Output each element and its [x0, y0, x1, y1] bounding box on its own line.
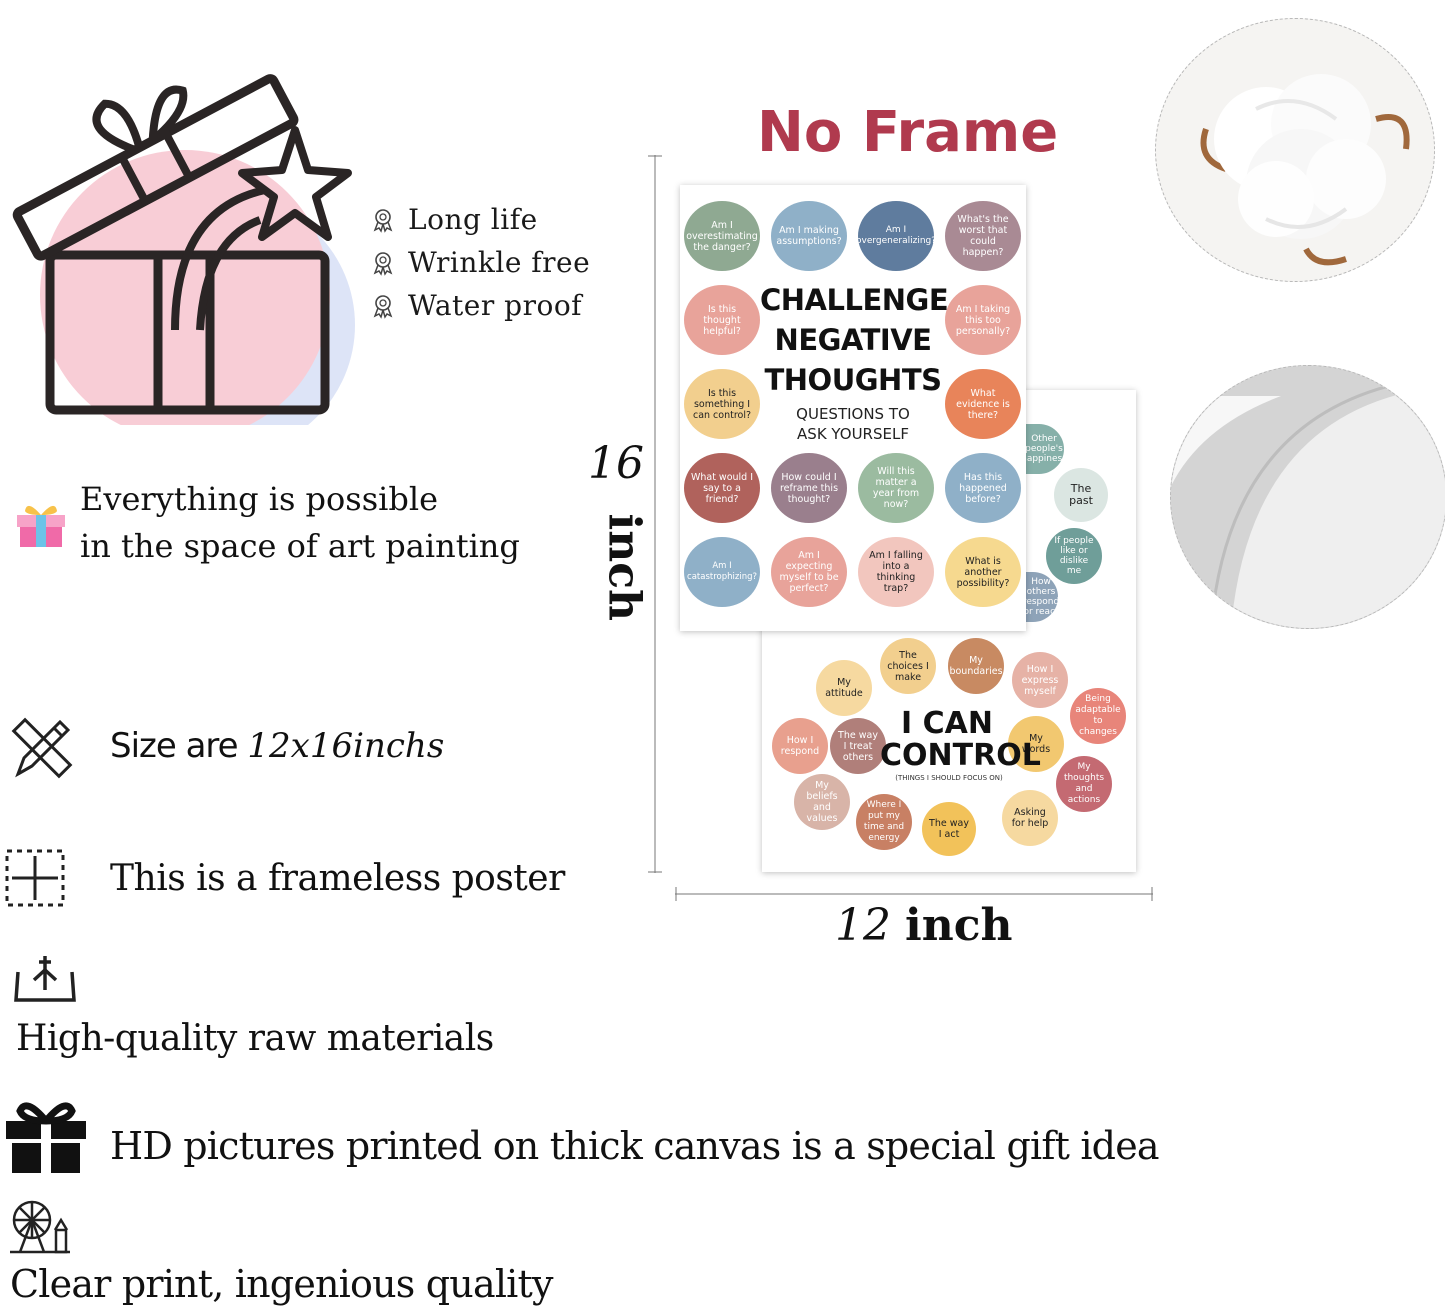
bubble: The way I treat others [830, 718, 886, 774]
poster2-title1: I CAN [901, 706, 993, 741]
cotton-closeup-image [1155, 18, 1435, 282]
small-gift-icon [14, 497, 68, 553]
bubble: Is this something I can control? [684, 369, 760, 439]
width-label: 12 inch [835, 900, 1013, 951]
height-dimension-line [648, 155, 662, 873]
poster1-title1: CHALLENGE [760, 283, 949, 317]
feature-label: Wrinkle free [408, 246, 591, 279]
bubble: What evidence is there? [945, 369, 1021, 439]
gift-text: HD pictures printed on thick canvas is a… [110, 1124, 1160, 1168]
feature-label: Water proof [408, 289, 583, 322]
bubble: Am I falling into a thinking trap? [858, 537, 934, 607]
feature-item: Wrinkle free [370, 241, 590, 284]
poster1-subtitle2: ASK YOURSELF [797, 425, 909, 443]
frameless-text: This is a frameless poster [110, 858, 565, 899]
bubble: The choices I make [880, 638, 936, 694]
poster1-title3: THOUGHTS [764, 363, 943, 397]
height-label: 16 [586, 438, 646, 489]
feature-item: Long life [370, 198, 590, 241]
bubble: Being adaptable to changes [1070, 688, 1126, 744]
feature-item: Water proof [370, 284, 590, 327]
height-unit: inch [598, 513, 650, 622]
gift-box-illustration [10, 45, 360, 455]
tagline-line2: in the space of art painting [80, 527, 520, 565]
bubble: Am I overgeneralizing? [856, 201, 936, 271]
poster1-title2: NEGATIVE [774, 323, 932, 357]
height-number: 16 [588, 438, 644, 489]
poster2-title2: CONTROL [880, 738, 1041, 773]
bubble: My boundaries [948, 638, 1004, 694]
bubble: Where I put my time and energy [856, 794, 912, 850]
no-frame-title: No Frame [757, 100, 1059, 165]
bubble: My attitude [816, 660, 872, 716]
poster1-subtitle1: QUESTIONS TO [796, 405, 910, 423]
gift-icon [4, 1095, 88, 1179]
bubble: Will this matter a year from now? [858, 453, 934, 523]
bubble: What would I say to a friend? [684, 453, 760, 523]
bubble: The past [1054, 468, 1108, 522]
width-unit: inch [905, 900, 1013, 951]
canvas-closeup-image [1170, 365, 1445, 629]
poster-challenge-negative-thoughts: Am I overestimating the danger? Am I mak… [680, 185, 1026, 631]
bubble: If people like or dislike me [1046, 528, 1102, 584]
size-prefix: Size are [110, 726, 248, 766]
bubble: Asking for help [1002, 790, 1058, 846]
poster2-subtitle: (THINGS I SHOULD FOCUS ON) [895, 774, 1003, 782]
print-text: Clear print, ingenious quality [10, 1262, 553, 1306]
size-text: Size are 12x16inchs [110, 726, 444, 766]
bubble: How could I reframe this thought? [771, 453, 847, 523]
feature-label: Long life [408, 203, 538, 236]
bubble: The way I act [922, 802, 976, 856]
frame-crop-icon [4, 848, 66, 912]
bubble: How others respond or react [1023, 572, 1059, 622]
bubble: Am I catastrophizing? [684, 537, 760, 607]
bubble: My words [1008, 716, 1064, 772]
size-value: 12x16inchs [247, 726, 445, 766]
tagline-line1: Everything is possible [80, 480, 439, 518]
bubble: How I express myself [1012, 652, 1068, 708]
bubble: Am I making assumptions? [771, 201, 847, 271]
width-number: 12 [835, 900, 891, 951]
bubble: Other people's happiness [1021, 424, 1067, 474]
width-dimension-line [675, 886, 1153, 901]
bubble: Am I overestimating the danger? [684, 201, 760, 271]
bubble: What's the worst that could happen? [945, 201, 1021, 271]
ruler-pencil-icon [4, 712, 80, 788]
feature-list: Long life Wrinkle free Water proof [370, 198, 590, 327]
award-ribbon-icon [373, 208, 393, 233]
bubble: Has this happened before? [945, 453, 1021, 523]
bubble: How I respond [772, 718, 828, 774]
materials-text: High-quality raw materials [16, 1018, 494, 1059]
bubble: Am I taking this too personally? [945, 285, 1021, 355]
bubble: My beliefs and values [794, 774, 850, 830]
award-ribbon-icon [373, 294, 393, 319]
bubble: Is this thought helpful? [684, 285, 760, 355]
open-gift-icon [12, 74, 355, 455]
ferris-wheel-icon [6, 1196, 72, 1260]
bubble: What is another possibility? [945, 537, 1021, 607]
raw-material-icon [12, 952, 78, 1008]
bubble: My thoughts and actions [1056, 756, 1112, 812]
bubble: Am I expecting myself to be perfect? [771, 537, 847, 607]
award-ribbon-icon [373, 251, 393, 276]
